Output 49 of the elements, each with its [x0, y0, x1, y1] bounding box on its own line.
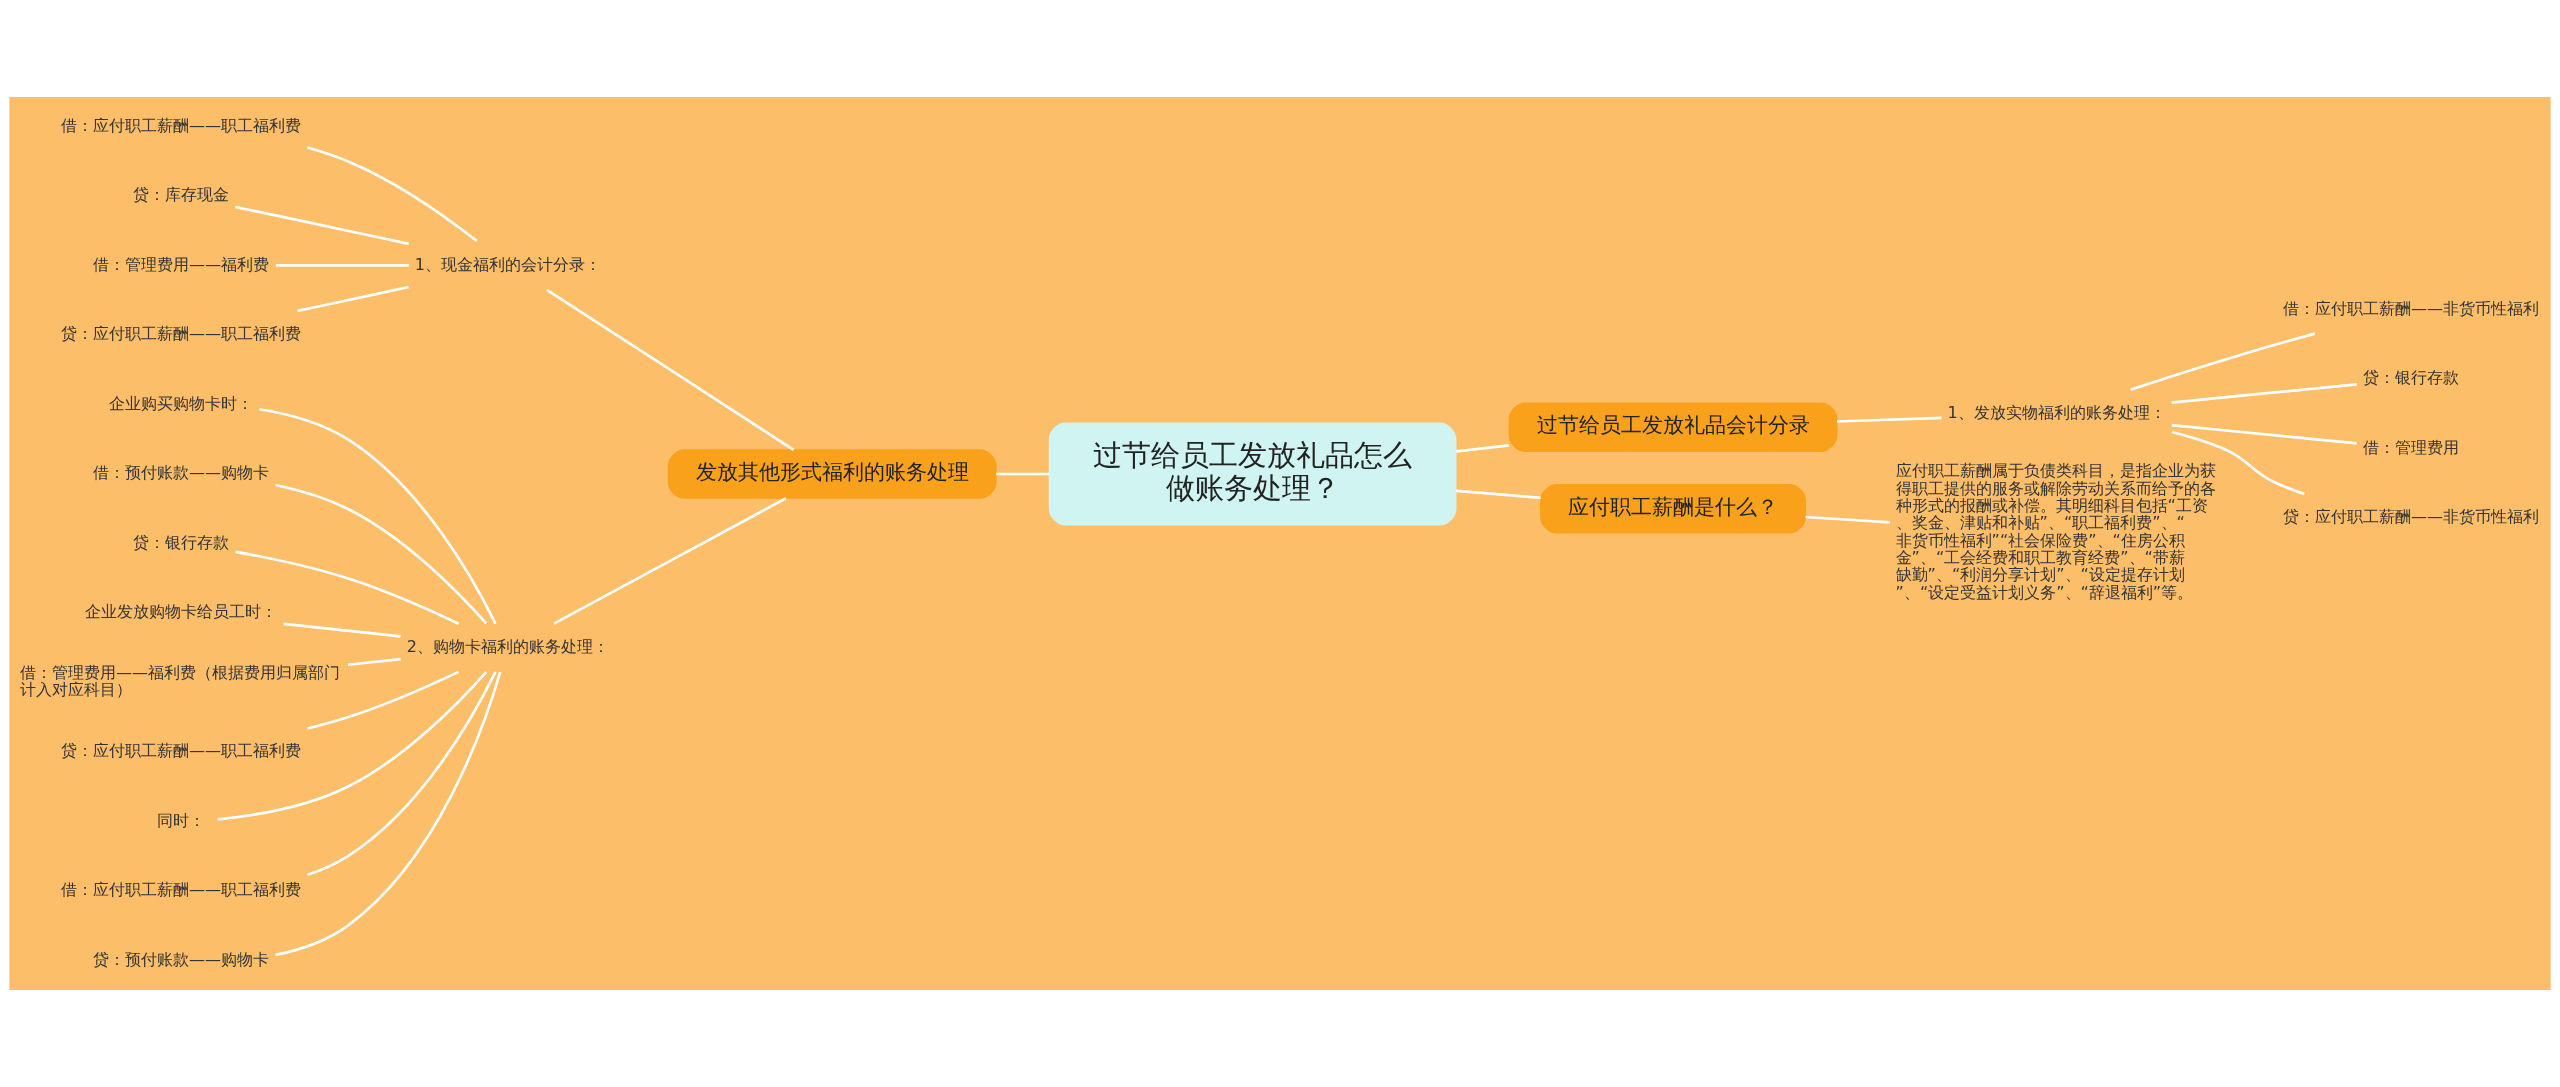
- node-box: 过节给员工发放礼品会计分录: [1508, 402, 1838, 452]
- node-text: 1、现金福利的会计分录：: [414, 254, 602, 274]
- node-text: 借：应付职工薪酬——非货币性福利: [2282, 298, 2539, 318]
- connector: [235, 205, 409, 246]
- node-text: 贷：银行存款: [133, 532, 230, 552]
- connector: [307, 670, 460, 730]
- connector: [2171, 423, 2357, 445]
- node-text: 借：应付职工薪酬——职工福利费: [61, 115, 302, 135]
- connector: [2171, 430, 2305, 496]
- node-text: 借：管理费用: [2362, 437, 2459, 457]
- connector: [297, 285, 409, 313]
- connector: [347, 657, 401, 667]
- node-text: 企业购买购物卡时：: [109, 393, 254, 413]
- node-text: 2、购物卡福利的账务处理：: [406, 636, 610, 656]
- connector: [2130, 332, 2316, 391]
- connector: [259, 407, 497, 625]
- node-text: 贷：预付账款——购物卡: [93, 949, 270, 969]
- node-text: 贷：应付职工薪酬——职工福利费: [61, 741, 302, 761]
- connector: [275, 264, 409, 267]
- node-text: 贷：银行存款: [2362, 368, 2459, 388]
- node-box: 应付职工薪酬是什么？: [1540, 484, 1807, 534]
- node-text: 借：管理费用——福利费: [93, 254, 270, 274]
- connector: [235, 550, 460, 625]
- connector: [1455, 444, 1510, 453]
- node-text: 1、发放实物福利的账务处理：: [1947, 402, 2166, 422]
- node-text: 借：管理费用——福利费（根据费用归属部门计入对应科目）: [20, 662, 341, 700]
- node-box: 过节给员工发放礼品怎么做账务处理？: [1048, 422, 1457, 526]
- node-text: 贷：应付职工薪酬——职工福利费: [61, 324, 302, 344]
- connector: [1455, 489, 1541, 500]
- node-text: 同时：: [157, 810, 206, 830]
- connector: [217, 671, 488, 821]
- connector: [307, 671, 497, 877]
- node-text: 借：应付职工薪酬——职工福利费: [61, 880, 302, 900]
- node-text: 企业发放购物卡给员工时：: [85, 602, 278, 622]
- node-text: 贷：应付职工薪酬——非货币性福利: [2282, 507, 2539, 527]
- connector: [1805, 515, 1891, 524]
- connector: [1837, 416, 1942, 423]
- node-box: 发放其他形式福利的账务处理: [667, 449, 997, 499]
- connector: [275, 483, 488, 625]
- connector: [996, 472, 1050, 476]
- connector: [2171, 382, 2357, 404]
- connector: [275, 671, 502, 957]
- node-text: 借：预付账款——购物卡: [93, 463, 270, 483]
- connector: [553, 497, 787, 625]
- node-text: 应付职工薪酬属于负债类科目，是指企业为获得职工提供的服务或解除劳动关系而给予的各种形式的报酬或补偿。其明细科目包括“工资、奖金、津贴和补贴”、“职工福利费”、“非货币性福利”“社会保险费”、“住房公积金”、“工会经费和职工教育经费”、“带薪缺勤”、“利润分享计划”、“设定提存计划”、“设定受益计划义务”、“辞退福利”等。: [1895, 461, 2216, 602]
- node-text: 贷：库存现金: [133, 185, 230, 205]
- connector: [546, 288, 795, 451]
- connector: [307, 146, 478, 243]
- connector: [283, 622, 401, 638]
